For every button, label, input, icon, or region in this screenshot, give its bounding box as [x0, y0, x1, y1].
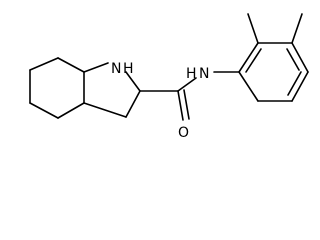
bond-c7-c8: [125, 90, 141, 118]
bond-c8-c4: [83, 102, 127, 118]
bond-ar1-ar2: [238, 42, 259, 73]
bond-c3-n1: [83, 62, 109, 73]
dimethylphenyl-ring: [238, 13, 309, 102]
bond-c5-c6: [29, 102, 59, 119]
aromatic-inner-bond-1: [245, 48, 262, 73]
bond-n1-c7: [125, 71, 141, 92]
amide-nitrogen-label: N: [199, 66, 209, 82]
aromatic-inner-bond-3: [286, 48, 300, 71]
bond-carbonyl-o-2: [183, 89, 190, 120]
amide-nitrogen-h-label: H: [186, 66, 197, 82]
molecule-diagram: N H H N O: [29, 13, 309, 141]
pyrrolidine-ring: [83, 62, 141, 118]
bond-c1-c2: [29, 57, 59, 71]
bond-carbonyl-n2: [177, 77, 197, 92]
bond-ar4-ar5: [291, 71, 309, 102]
bond-ar3-ar4: [291, 42, 309, 73]
cyclohexane-ring: [29, 57, 85, 119]
carbonyl-oxygen-label: O: [178, 125, 189, 141]
structure-canvas: N H H N O: [29, 13, 309, 141]
methyl-bond-2: [291, 13, 303, 44]
ring-nitrogen-h-label: H: [123, 61, 134, 77]
methyl-bond-1: [247, 13, 259, 44]
bond-ar6-ar1: [238, 71, 259, 102]
bond-carbonyl-o-1: [177, 90, 184, 121]
aromatic-inner-bond-2: [287, 71, 302, 96]
bond-c2-c3: [57, 57, 85, 73]
carboxamide-group: [139, 71, 240, 121]
ring-nitrogen-label: N: [111, 61, 121, 77]
bond-c4-c5: [57, 102, 85, 119]
